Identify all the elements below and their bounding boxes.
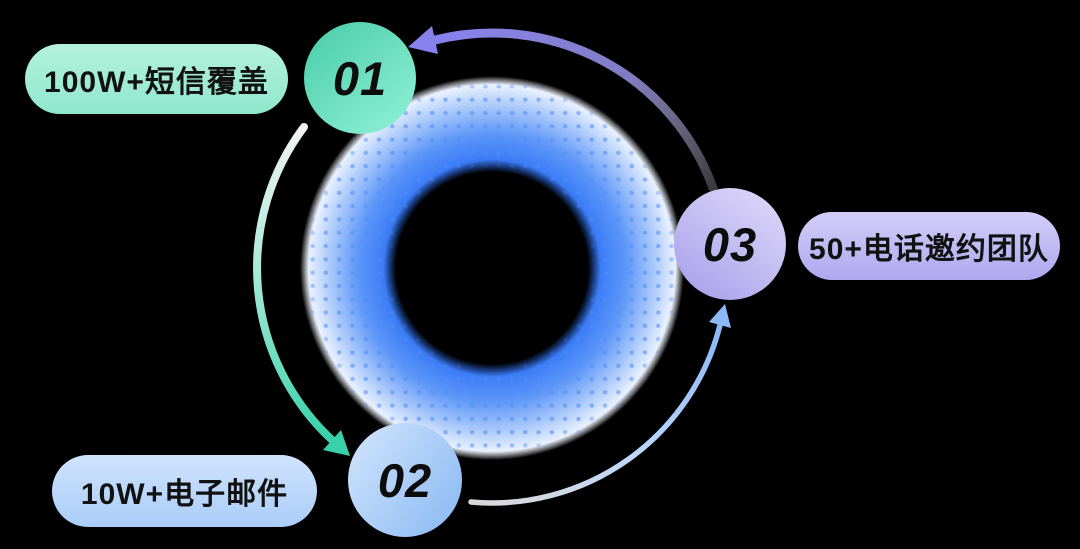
step-02-label: 10W+电子邮件 (80, 478, 289, 511)
arrowhead-to-03-icon (709, 304, 731, 328)
arrow-01-to-02 (253, 123, 350, 456)
arrowhead-to-02-icon (323, 430, 350, 456)
step-01-badge: 01 (304, 22, 416, 134)
step-01-number: 01 (332, 51, 388, 105)
step-03-label-pill: 50+电话邀约团队 (798, 212, 1060, 280)
ring-dot-texture (300, 76, 684, 460)
process-ring (300, 76, 684, 460)
step-02-badge: 02 (348, 423, 462, 537)
arrow-02-to-03 (468, 304, 731, 506)
step-01-label-pill: 100W+短信覆盖 (25, 44, 288, 114)
step-03-number: 03 (702, 217, 758, 271)
step-01-label: 100W+短信覆盖 (44, 66, 269, 99)
arrowhead-to-01-icon (408, 26, 438, 54)
step-02-number: 02 (377, 453, 433, 507)
step-03-label: 50+电话邀约团队 (809, 233, 1049, 266)
step-03-badge: 03 (674, 188, 786, 300)
arrow-03-to-01 (408, 26, 718, 193)
step-02-label-pill: 10W+电子邮件 (52, 455, 317, 527)
